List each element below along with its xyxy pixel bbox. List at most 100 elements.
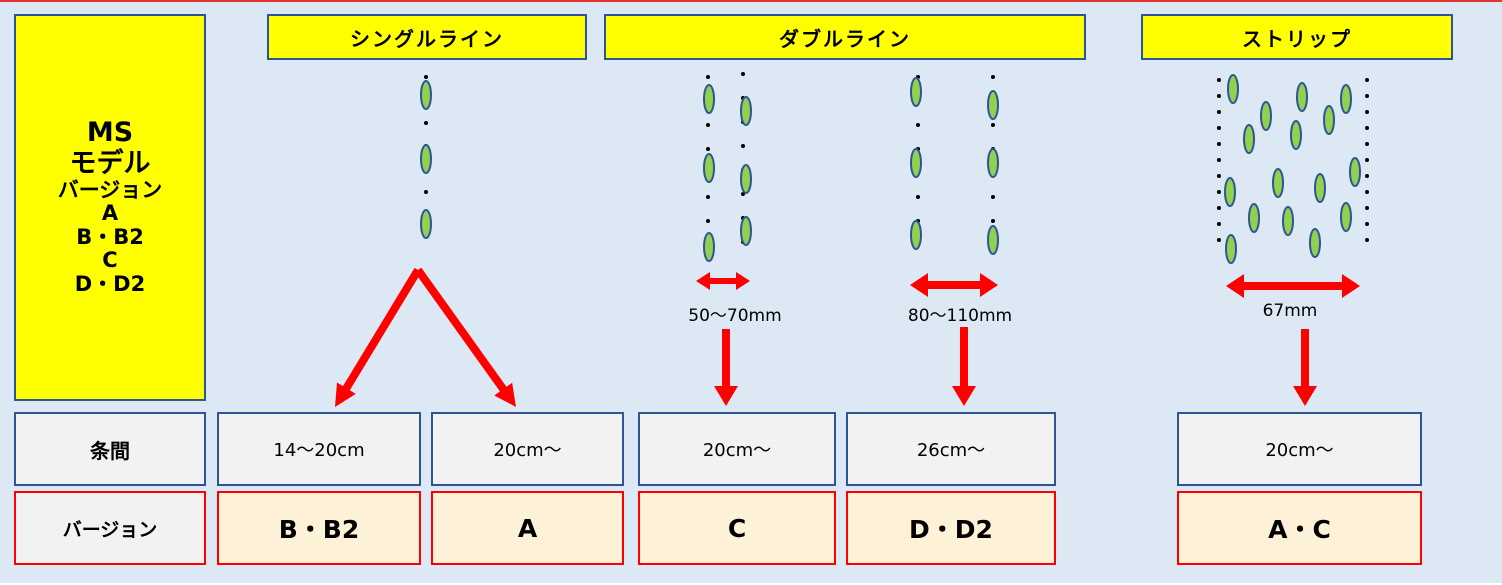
seed-icon: [1243, 124, 1255, 154]
furrow-dot: [991, 219, 995, 223]
furrow-dot: [1217, 238, 1221, 242]
header-strip: ストリップ: [1141, 14, 1453, 60]
furrow-dot: [706, 147, 710, 151]
seed-icon: [1323, 105, 1335, 135]
seed-icon: [703, 153, 715, 183]
row-gap-cell: 14～20cm: [217, 412, 421, 486]
furrow-dot: [424, 75, 428, 79]
arrow-head: [952, 386, 976, 406]
row-gap-cell: 26cm～: [846, 412, 1056, 486]
model-version-label: バージョン: [57, 177, 163, 202]
red-arrows: [335, 267, 1360, 407]
arrow-head: [1293, 386, 1317, 406]
furrow-dot: [916, 123, 920, 127]
seed-icon: [1340, 202, 1352, 232]
seed-icon: [1282, 206, 1294, 236]
arrow-head: [736, 272, 750, 290]
furrow-dot: [991, 123, 995, 127]
seed-icon: [910, 148, 922, 178]
furrow-dot: [1217, 190, 1221, 194]
model-ms: MS: [86, 117, 134, 149]
furrow-dot: [1365, 222, 1369, 226]
arrow-shaft: [341, 267, 422, 393]
arrow-head: [696, 272, 710, 290]
arrow-head: [910, 273, 928, 297]
spacing-strip: 67mm: [1262, 301, 1318, 321]
furrow-dot: [741, 72, 745, 76]
seed-icon: [987, 225, 999, 255]
seed-icon: [703, 232, 715, 262]
row-gap-cell: 20cm～: [431, 412, 624, 486]
arrow-head: [1342, 274, 1360, 298]
row-gap-label: 条間: [14, 412, 206, 486]
furrow-dot: [706, 195, 710, 199]
arrow-head: [1226, 274, 1244, 298]
seed-icon: [740, 96, 752, 126]
seed-icon: [1309, 228, 1321, 258]
seed-icon: [1225, 234, 1237, 264]
furrow-dot: [424, 121, 428, 125]
seed-icon: [703, 84, 715, 114]
row-version-cell: C: [638, 491, 836, 565]
furrow-dots: [424, 72, 1369, 247]
furrow-dot: [1365, 142, 1369, 146]
seed-icon: [740, 164, 752, 194]
spacing-double-wide: 80～110mm: [907, 306, 1013, 326]
arrow-head: [494, 382, 516, 407]
furrow-dot: [1217, 110, 1221, 114]
seed-icon: [910, 220, 922, 250]
furrow-dot: [1365, 206, 1369, 210]
furrow-dot: [1217, 126, 1221, 130]
furrow-dot: [1365, 190, 1369, 194]
furrow-dot: [1365, 94, 1369, 98]
header-single-line: シングルライン: [267, 14, 587, 60]
furrow-dot: [1365, 78, 1369, 82]
model-version-a: A: [101, 201, 119, 226]
seed-icon: [1340, 84, 1352, 114]
seed-icon: [910, 77, 922, 107]
row-gap-cell: 20cm～: [1177, 412, 1422, 486]
seed-icon: [987, 90, 999, 120]
row-version-cell: A・C: [1177, 491, 1422, 565]
seed-icon: [1290, 120, 1302, 150]
model-version-c: C: [102, 248, 118, 273]
seed-icon: [1349, 157, 1361, 187]
furrow-dot: [1365, 158, 1369, 162]
furrow-dot: [991, 195, 995, 199]
furrow-dot: [1365, 238, 1369, 242]
furrow-dot: [991, 75, 995, 79]
furrow-dot: [1365, 174, 1369, 178]
seed-icon: [1296, 82, 1308, 112]
seed-icon: [1227, 74, 1239, 104]
furrow-dot: [916, 195, 920, 199]
seed-icon: [420, 144, 432, 174]
furrow-dot: [1217, 206, 1221, 210]
arrow-head: [335, 382, 356, 407]
model-version-b: B・B2: [76, 224, 144, 249]
arrow-head: [714, 386, 738, 406]
furrow-dot: [424, 190, 428, 194]
seed-icon: [987, 148, 999, 178]
furrow-dot: [1217, 78, 1221, 82]
furrow-dot: [1217, 174, 1221, 178]
seed-icons: [420, 74, 1361, 264]
furrow-dot: [706, 123, 710, 127]
row-version-cell: D・D2: [846, 491, 1056, 565]
row-version-cell: A: [431, 491, 624, 565]
model-version-d: D・D2: [74, 272, 146, 296]
seed-icon: [1224, 177, 1236, 207]
seed-icon: [420, 80, 432, 110]
furrow-dot: [1217, 222, 1221, 226]
furrow-dot: [706, 219, 710, 223]
seed-icon: [740, 216, 752, 246]
header-double-line: ダブルライン: [604, 14, 1086, 60]
row-version-label: バージョン: [14, 491, 206, 565]
furrow-dot: [1217, 142, 1221, 146]
seed-icon: [1272, 168, 1284, 198]
arrow-shaft: [414, 267, 509, 394]
furrow-dot: [1217, 158, 1221, 162]
furrow-dot: [706, 75, 710, 79]
furrow-dot: [1365, 110, 1369, 114]
